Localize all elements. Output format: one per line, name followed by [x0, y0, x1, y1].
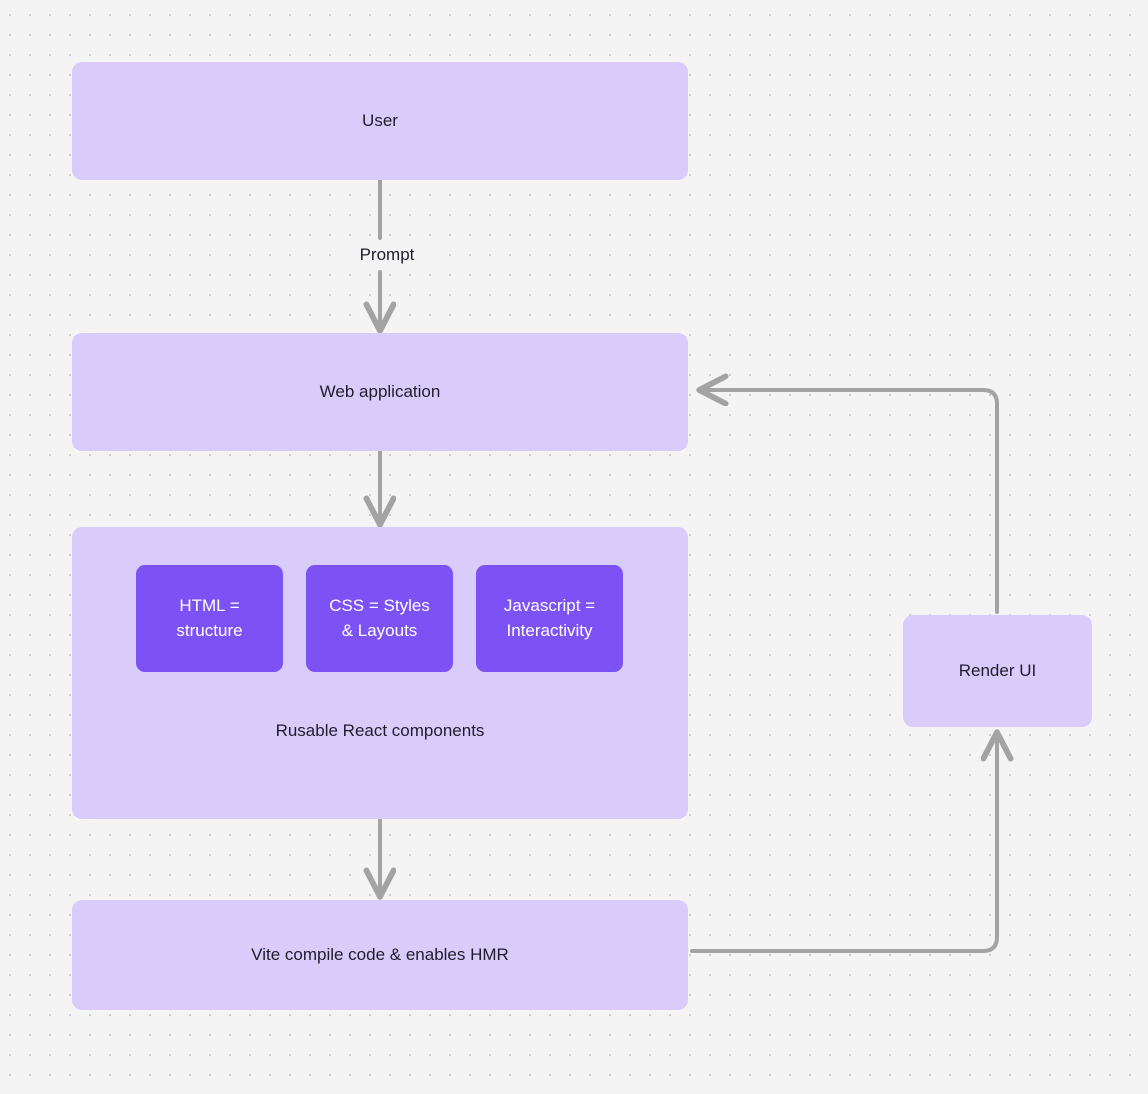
node-vite-label: Vite compile code & enables HMR	[251, 944, 509, 964]
node-html[interactable]: HTML = structure	[136, 565, 283, 672]
edge-vite-to-render	[690, 733, 997, 953]
node-user-label: User	[362, 110, 398, 130]
node-user[interactable]: User	[72, 62, 688, 180]
node-javascript-line-1: Javascript =	[503, 595, 596, 615]
node-css[interactable]: CSS = Styles & Layouts	[306, 565, 453, 672]
node-web-application-label: Web application	[319, 381, 441, 401]
node-render-ui[interactable]: Render UI	[903, 615, 1092, 727]
node-css-line-2: & Layouts	[341, 620, 418, 640]
node-render-ui-label: Render UI	[958, 660, 1037, 680]
node-html-line-2: structure	[176, 620, 243, 640]
node-javascript-line-2: Interactivity	[506, 620, 593, 640]
edge-label-prompt: Prompt	[340, 245, 434, 265]
node-components-group-label: Rusable React components	[275, 721, 485, 740]
edge-render-to-web	[700, 390, 999, 614]
node-javascript[interactable]: Javascript = Interactivity	[476, 565, 623, 672]
node-html-line-1: HTML =	[179, 595, 240, 615]
node-vite[interactable]: Vite compile code & enables HMR	[72, 900, 688, 1010]
node-components-group[interactable]: HTML = structure CSS = Styles & Layouts …	[72, 527, 688, 819]
node-web-application[interactable]: Web application	[72, 333, 688, 451]
node-css-line-1: CSS = Styles	[329, 595, 430, 615]
